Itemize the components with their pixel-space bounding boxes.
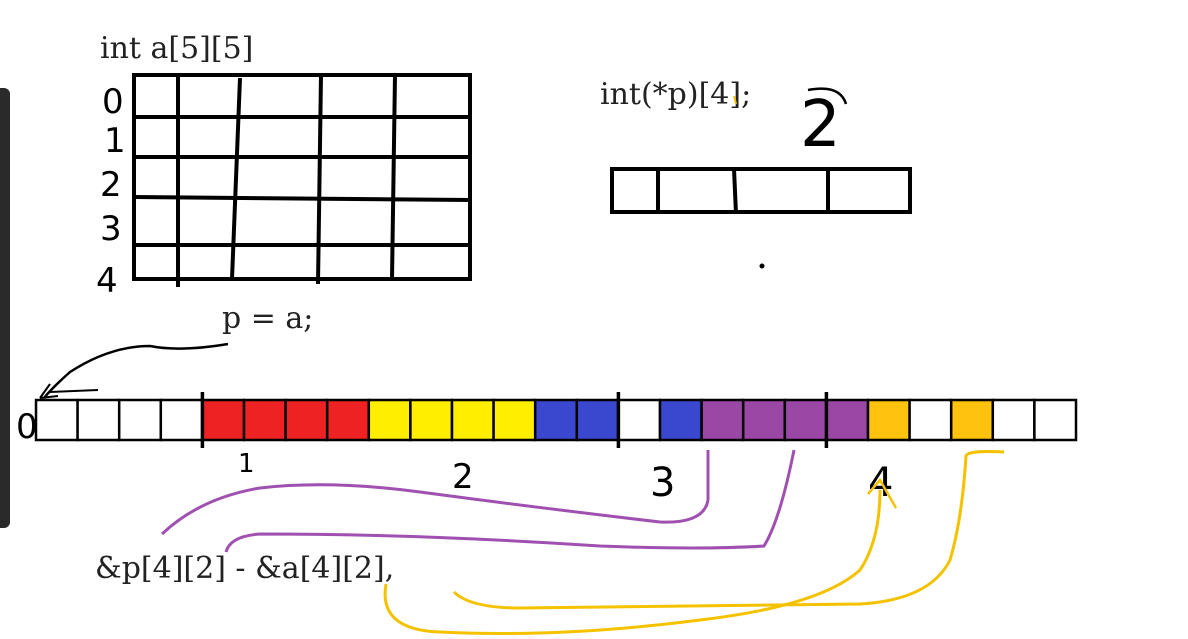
purple-arrow-a	[224, 449, 796, 553]
memory-cell	[866, 398, 911, 442]
yellow-arrow-head	[867, 477, 898, 509]
row-size-arrow	[807, 87, 848, 105]
window-edge	[0, 88, 10, 528]
memory-cell	[783, 398, 828, 442]
memory-cell	[409, 398, 454, 442]
pointer-p-declaration: int(*p)[4];	[600, 77, 751, 112]
memory-cell	[658, 398, 703, 442]
grid-outline	[132, 73, 472, 281]
grid-col-line	[390, 74, 397, 280]
row-label: 3	[100, 209, 122, 249]
row-label: 0	[102, 82, 124, 122]
memory-cell	[492, 398, 537, 442]
row-label: 2	[100, 165, 122, 205]
memory-cell	[700, 398, 745, 442]
stray-dot	[759, 263, 765, 269]
memory-cell	[242, 398, 287, 442]
memory-cell	[1033, 398, 1078, 442]
row-label: 4	[96, 261, 118, 301]
memory-cell	[159, 398, 204, 442]
memory-cell	[34, 398, 79, 442]
memory-cell	[575, 398, 620, 442]
array-a-declaration: int a[5][5]	[100, 31, 253, 66]
memory-cell	[76, 398, 121, 442]
memory-label: 1	[238, 449, 255, 479]
row-outline	[610, 167, 912, 214]
memory-cell	[617, 398, 662, 442]
memory-cell	[325, 398, 371, 442]
grid-col-line	[316, 74, 323, 285]
row-number-labels: 0 1 2 3 4	[96, 82, 126, 301]
memory-cell	[450, 398, 495, 442]
array-a-grid	[132, 73, 473, 287]
row-col-line	[732, 168, 738, 215]
memory-cell	[117, 398, 163, 442]
row-size-annotation: 2	[800, 88, 841, 162]
grid-col-line	[230, 77, 242, 280]
memory-cell	[367, 398, 412, 442]
pointer-arrow-head	[39, 383, 59, 399]
yellow-dot-mark	[733, 95, 737, 105]
grid-row-line	[133, 195, 473, 202]
memory-cell	[949, 398, 995, 442]
difference-expression: &p[4][2] - &a[4][2],	[95, 551, 394, 586]
memory-cell	[908, 398, 953, 442]
memory-strip	[34, 392, 1078, 448]
memory-cell	[741, 398, 787, 442]
yellow-arrow-p	[452, 450, 1005, 610]
memory-label: 0	[16, 407, 38, 447]
memory-label: 3	[650, 460, 675, 506]
memory-cell	[201, 398, 246, 442]
purple-arrow-p	[160, 450, 710, 536]
assignment-statement: p = a;	[222, 301, 313, 336]
memory-cell	[533, 398, 579, 442]
memory-label: 2	[452, 457, 474, 497]
pointer-arrow	[43, 342, 229, 399]
memory-cell	[284, 398, 329, 442]
yellow-arrow-a	[383, 489, 882, 635]
pointer-arrow-tick	[49, 389, 99, 393]
memory-cell	[991, 398, 1036, 442]
pointer-p-row	[610, 167, 912, 215]
row-label: 1	[104, 121, 126, 161]
memory-cell	[825, 398, 870, 442]
